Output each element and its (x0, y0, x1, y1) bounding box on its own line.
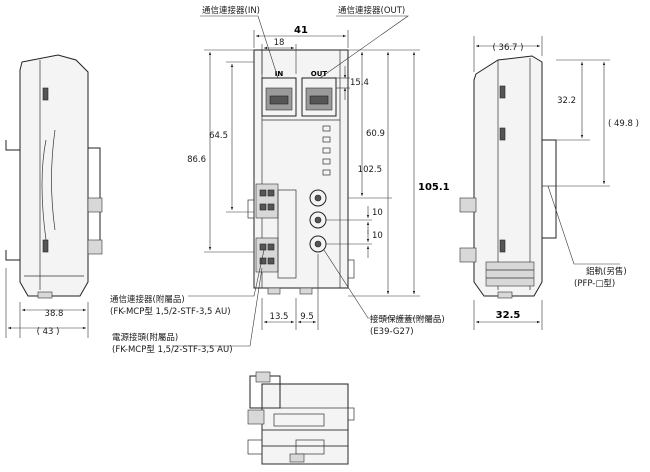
dim-18: 18 (274, 38, 285, 48)
dim-64-5: 64.5 (209, 131, 228, 141)
dim-13-5: 13.5 (270, 312, 289, 322)
din-rail-model: (PFP-□型) (574, 279, 615, 289)
dim-38-8: 38.8 (45, 309, 64, 319)
dim-41: 41 (294, 25, 308, 36)
comm-connector-in-label: 通信連接器(IN) (202, 5, 260, 16)
dim-60-9: 60.9 (366, 129, 385, 139)
bottom-view (247, 371, 355, 465)
power-connector-model: (FK-MCP型 1,5/2-STF-3,5 AU) (112, 345, 233, 355)
dim-32-5: 32.5 (496, 310, 521, 321)
dim-102-5: 102.5 (358, 165, 382, 175)
power-connector-label: 電源接頭(附屬品) (112, 332, 178, 343)
dim-105-1: 105.1 (418, 182, 450, 193)
din-rail-label: 鋁軌(另售) (586, 266, 627, 277)
dim-10-a: 10 (372, 208, 383, 218)
left-side-view (5, 54, 103, 338)
dim-43: ( 43 ) (37, 327, 60, 337)
front-view (172, 15, 440, 347)
right-side-view (459, 36, 620, 330)
port-out-label: OUT (311, 70, 328, 78)
port-in-label: IN (275, 70, 284, 78)
dim-86-6: 86.6 (187, 155, 206, 165)
dim-32-2: 32.2 (557, 96, 576, 106)
dim-10-b: 10 (372, 231, 383, 241)
comm-connector-accessory-model: (FK-MCP型 1,5/2-STF-3,5 AU) (110, 307, 231, 317)
connector-cover-model: (E39-G27) (370, 327, 414, 337)
connector-cover-label: 接頭保護蓋(附屬品) (370, 314, 445, 325)
dim-15-4: 15.4 (350, 78, 369, 88)
dim-9-5: 9.5 (300, 312, 314, 322)
comm-connector-accessory-label: 通信連接器(附屬品) (110, 294, 185, 305)
comm-connector-out-label: 通信連接器(OUT) (338, 5, 405, 16)
dim-36-7: ( 36.7 ) (493, 43, 524, 53)
dim-49-8: ( 49.8 ) (608, 119, 639, 129)
